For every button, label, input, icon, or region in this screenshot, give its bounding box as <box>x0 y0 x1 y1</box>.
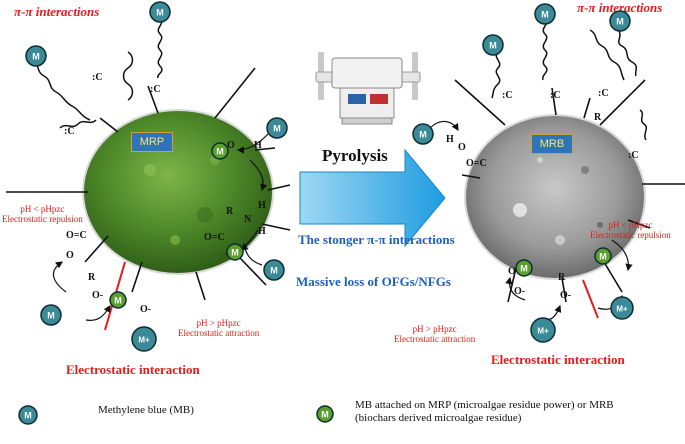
pi-interactions-left: π-π interactions <box>14 4 100 19</box>
ph-gt-right-line1: pH > pHpzc <box>412 324 457 334</box>
chem-c-right-1: :C <box>502 90 513 101</box>
chem-r-left-2: R <box>88 272 96 283</box>
chem-ominus-left-2: O- <box>140 304 152 315</box>
ph-lt-right-line2: Electrostatic repulsion <box>590 230 671 240</box>
massive-loss-label: Massive loss of OFGs/NFGs <box>296 274 451 289</box>
chem-h-left-1: H <box>254 140 262 151</box>
mrp-red-line <box>104 261 126 331</box>
chem-c-left-1: :C <box>92 72 103 83</box>
chem-o-left-2: O <box>228 244 236 255</box>
ph-gt-right: pH > pHpzc Electrostatic attraction <box>394 324 475 344</box>
ph-gt-left-line2: Electrostatic attraction <box>178 328 260 338</box>
pyrolysis-arrow <box>299 148 446 248</box>
chem-ominus-left-1: O- <box>92 290 104 301</box>
legend-attached-line1: MB attached on MRP (microalgae residue p… <box>355 399 614 411</box>
mrp-wavy-chains <box>31 17 163 129</box>
chem-c-right-3: :C <box>598 88 609 99</box>
chem-oeq-right-2: O=C <box>508 266 529 277</box>
ph-lt-left-line1: pH < pHpzc <box>20 204 65 214</box>
chem-oeq-left-1: O=C <box>204 232 225 243</box>
mrp-bonds <box>6 67 291 301</box>
legend-mb: Methylene blue (MB) <box>98 404 194 416</box>
electrostatic-interaction-left: Electrostatic interaction <box>66 362 200 377</box>
ph-lt-right-line1: pH < pHpzc <box>608 220 653 230</box>
mrb-particle <box>464 114 646 280</box>
chem-ominus-right-1: O- <box>514 286 526 297</box>
chem-h-right-1: H <box>446 134 454 145</box>
mrb-bonds <box>454 79 685 303</box>
mrb-red-line <box>582 279 599 319</box>
chem-c-left-2: :C <box>150 84 161 95</box>
tube-furnace-icon <box>315 52 421 125</box>
chem-r-right-2: R <box>558 272 566 283</box>
pyrolysis-label: Pyrolysis <box>322 146 388 165</box>
chem-c-right-2: :C <box>550 90 561 101</box>
ph-lt-left: pH < pHpzc Electrostatic repulsion <box>2 204 83 224</box>
ph-gt-right-line2: Electrostatic attraction <box>394 334 476 344</box>
ph-lt-left-line2: Electrostatic repulsion <box>2 214 83 224</box>
mrb-wavy-chains <box>491 17 648 141</box>
mrp-label: MRP <box>131 132 173 152</box>
chem-o-left-1: O <box>227 140 235 151</box>
chem-oeq-left-2: O=C <box>66 230 87 241</box>
chem-r-right-1: R <box>594 112 602 123</box>
pi-interactions-right: π-π interactions <box>577 0 663 15</box>
chem-r-left-1: R <box>226 206 234 217</box>
electrostatic-interaction-right: Electrostatic interaction <box>491 352 625 367</box>
mrb-label: MRB <box>531 134 573 154</box>
stronger-pi-label: The stonger π-π interactions <box>298 232 455 247</box>
chem-c-left-3: :C <box>64 126 75 137</box>
legend-attached: MB attached on MRP (microalgae residue p… <box>355 399 614 425</box>
ph-gt-left: pH > pHpzc Electrostatic attraction <box>178 318 259 338</box>
chem-o-left-3: O <box>66 250 74 261</box>
chem-c-right-4: :C <box>628 150 639 161</box>
mrp-particle <box>82 109 274 275</box>
ph-gt-left-line1: pH > pHpzc <box>196 318 241 328</box>
chem-h-left-3: H <box>258 226 266 237</box>
chem-h-left-2: H <box>258 200 266 211</box>
ph-lt-right: pH < pHpzc Electrostatic repulsion <box>590 220 671 240</box>
chem-o-right-1: O <box>458 142 466 153</box>
chem-n-left: N <box>244 214 252 225</box>
chem-ominus-right-2: O- <box>560 290 572 301</box>
legend-attached-line2: (biochars derived microalgae residue) <box>355 412 522 424</box>
chem-oeq-right-1: O=C <box>466 158 487 169</box>
